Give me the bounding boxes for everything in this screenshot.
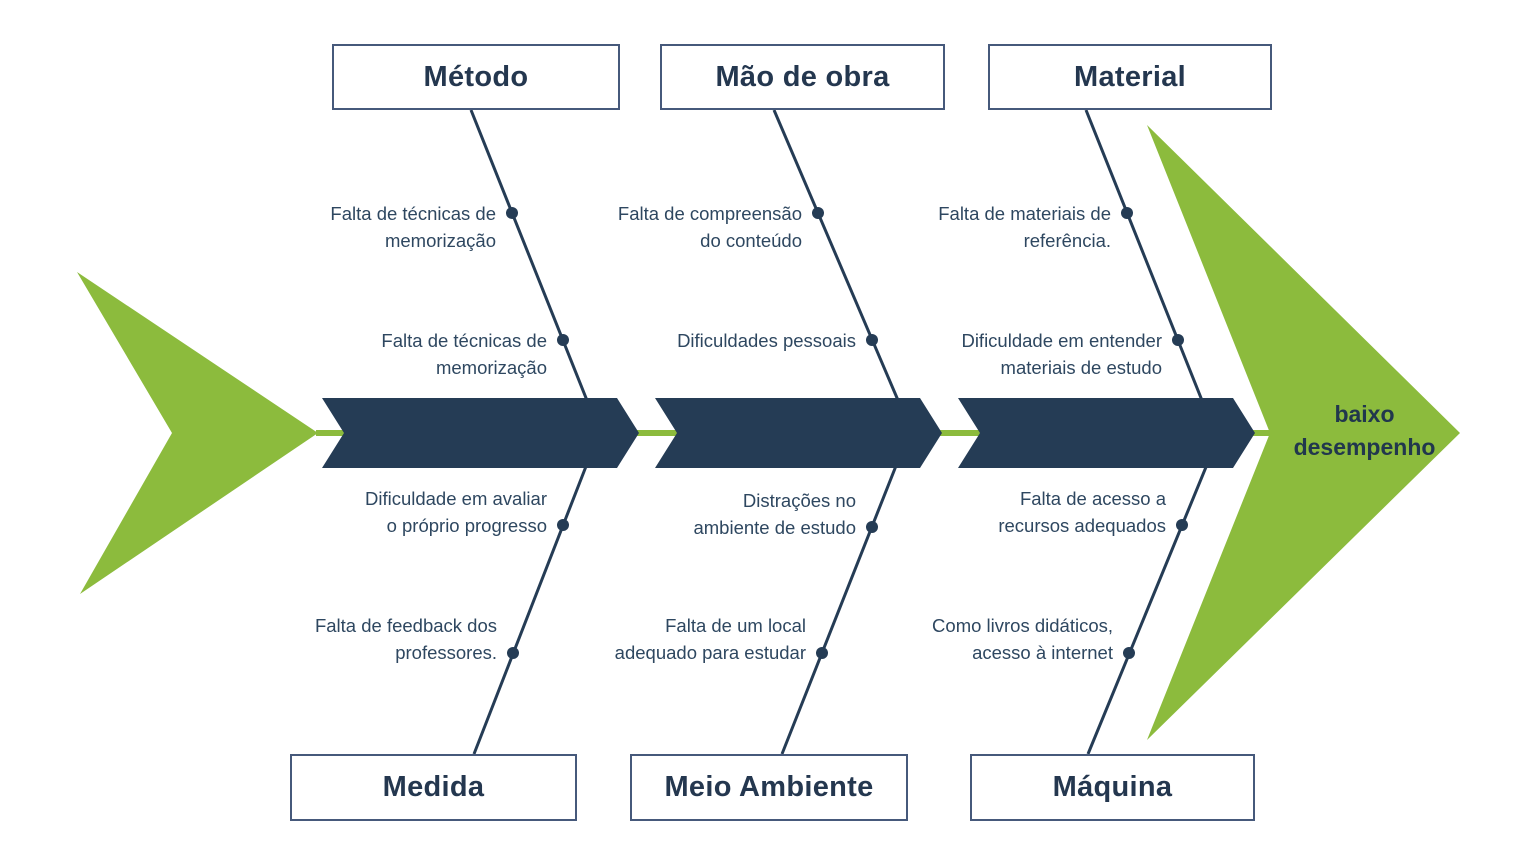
- rib-maquina: [1086, 432, 1222, 755]
- cause-line: memorização: [384, 230, 496, 251]
- cause-dot: [507, 647, 519, 659]
- cause-label: Falta de técnicas de memorização: [317, 327, 547, 381]
- cause-dot: [866, 334, 878, 346]
- cause-line: Falta de materiais de: [938, 203, 1111, 224]
- spine-segments: [322, 398, 1255, 468]
- cause-label: Falta de acesso a recursos adequados: [936, 485, 1166, 539]
- effect-arrow: [1147, 125, 1460, 740]
- cause-line: Dificuldade em avaliar: [364, 488, 547, 509]
- cause-line: professores.: [395, 642, 497, 663]
- category-box-metodo: Método: [332, 44, 620, 110]
- cause-dot: [1176, 519, 1188, 531]
- cause-label: Como livros didáticos, acesso à internet: [883, 612, 1113, 666]
- cause-dot: [1123, 647, 1135, 659]
- cause-label: Dificuldades pessoais: [626, 327, 856, 354]
- cause-dots: [506, 207, 1188, 659]
- rib-mao-de-obra: [772, 109, 914, 434]
- cause-line: referência.: [1023, 230, 1111, 251]
- cause-line: Dificuldades pessoais: [677, 330, 856, 351]
- cause-label: Falta de materiais de referência.: [881, 200, 1111, 254]
- cause-dot: [812, 207, 824, 219]
- cause-label: Falta de um local adequado para estudar: [566, 612, 806, 666]
- cause-line: recursos adequados: [998, 515, 1166, 536]
- rib-meio-ambiente: [780, 432, 911, 755]
- spine-segment-2: [655, 398, 942, 468]
- cause-line: materiais de estudo: [1000, 357, 1162, 378]
- cause-line: Falta de compreensão: [617, 203, 802, 224]
- cause-line: Falta de feedback dos: [314, 615, 497, 636]
- effect-label: baixo desempenho: [1293, 401, 1436, 460]
- cause-line: Dificuldade em entender: [961, 330, 1162, 351]
- category-box-mao-de-obra: Mão de obra: [660, 44, 945, 110]
- cause-line: Falta de um local: [665, 615, 806, 636]
- cause-line: o próprio progresso: [386, 515, 547, 536]
- spine-segment-3: [958, 398, 1255, 468]
- cause-dot: [557, 334, 569, 346]
- cause-label: Falta de técnicas de memorização: [266, 200, 496, 254]
- cause-line: Como livros didáticos,: [932, 615, 1113, 636]
- rib-material: [1084, 109, 1217, 434]
- cause-label: Falta de compreensão do conteúdo: [572, 200, 802, 254]
- cause-line: Falta de técnicas de: [381, 330, 547, 351]
- cause-line: Falta de acesso a: [1019, 488, 1166, 509]
- cause-dot: [506, 207, 518, 219]
- cause-line: ambiente de estudo: [693, 517, 856, 538]
- cause-dot: [816, 647, 828, 659]
- cause-label: Falta de feedback dos professores.: [267, 612, 497, 666]
- cause-dot: [1172, 334, 1184, 346]
- cause-label: Distrações no ambiente de estudo: [626, 487, 856, 541]
- tail-arrow: [77, 272, 318, 594]
- cause-line: memorização: [435, 357, 547, 378]
- spine-segment-1: [322, 398, 639, 468]
- rib-medida: [472, 432, 601, 755]
- cause-label: Dificuldade em avaliar o próprio progres…: [317, 485, 547, 539]
- category-box-meio-ambiente: Meio Ambiente: [630, 754, 908, 821]
- cause-line: Distrações no: [742, 490, 856, 511]
- rib-lines: [469, 109, 1222, 755]
- cause-dot: [866, 521, 878, 533]
- rib-metodo: [469, 109, 602, 434]
- cause-label: Dificuldade em entender materiais de est…: [912, 327, 1162, 381]
- category-box-material: Material: [988, 44, 1272, 110]
- cause-line: do conteúdo: [700, 230, 802, 251]
- cause-line: acesso à internet: [972, 642, 1113, 663]
- cause-dot: [1121, 207, 1133, 219]
- category-box-medida: Medida: [290, 754, 577, 821]
- category-box-maquina: Máquina: [970, 754, 1255, 821]
- cause-line: Falta de técnicas de: [330, 203, 496, 224]
- cause-dot: [557, 519, 569, 531]
- cause-line: adequado para estudar: [614, 642, 806, 663]
